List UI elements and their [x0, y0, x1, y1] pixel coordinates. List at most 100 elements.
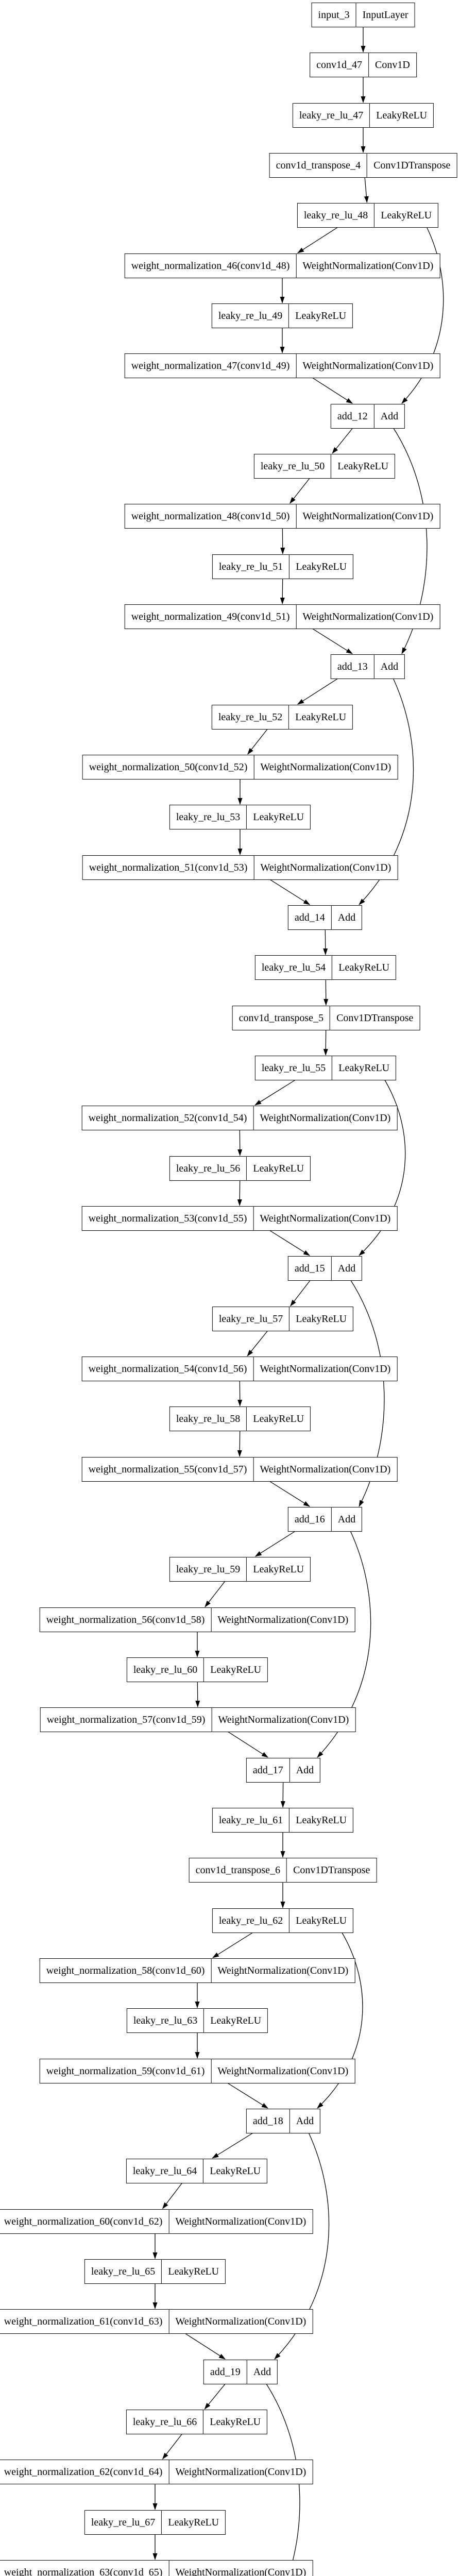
layer-type-label: LeakyReLU: [289, 1307, 353, 1331]
graph-node-leaky_re_lu_57: leaky_re_lu_57 LeakyReLU: [212, 1307, 354, 1331]
edge-add_15-to-leaky_re_lu_57: [290, 1280, 311, 1307]
layer-type-label: LeakyReLU: [289, 555, 353, 579]
skip-edge-leaky_re_lu_62-to-add_18: [317, 1930, 363, 2109]
layer-name-label: leaky_re_lu_57: [218, 1313, 283, 1325]
layer-name-label: add_15: [294, 1262, 325, 1274]
layer-name-label: weight_normalization_48(conv1d_50): [131, 510, 290, 522]
layer-type-label: Add: [289, 2109, 320, 2133]
edge-leaky_re_lu_57-to-weight_normalization_54(conv1d_56): [247, 1330, 268, 1357]
layer-name-label: weight_normalization_56(conv1d_58): [46, 1614, 205, 1625]
edge-add_19-to-leaky_re_lu_66: [204, 2383, 226, 2410]
layer-type-label: WeightNormalization(Conv1D): [253, 1458, 397, 1481]
graph-node-weight_normalization_58(conv1d_60): weight_normalization_58(conv1d_60) Weight…: [39, 1958, 355, 1983]
skip-edge-leaky_re_lu_55-to-add_15: [359, 1078, 406, 1256]
edge-leaky_re_lu_59-to-weight_normalization_56(conv1d_58): [205, 1581, 226, 1607]
edge-add_16-to-leaky_re_lu_59: [254, 1531, 296, 1557]
layer-type-label: LeakyReLU: [203, 2159, 267, 2183]
layer-type-label: WeightNormalization(Conv1D): [211, 1959, 354, 1982]
graph-node-weight_normalization_60(conv1d_62): weight_normalization_60(conv1d_62)Weight…: [0, 2209, 313, 2234]
layer-type-label: WeightNormalization(Conv1D): [253, 1357, 397, 1381]
graph-node-weight_normalization_51(conv1d_53): weight_normalization_51(conv1d_53) Weight…: [82, 855, 398, 880]
layer-type-label: Conv1DTranspose: [330, 1006, 419, 1030]
layer-type-label: Conv1DTranspose: [367, 154, 456, 177]
graph-node-weight_normalization_56(conv1d_58): weight_normalization_56(conv1d_58)Weight…: [39, 1607, 355, 1632]
graph-node-leaky_re_lu_55: leaky_re_lu_55 LeakyReLU: [254, 1056, 397, 1080]
graph-node-weight_normalization_49(conv1d_51): weight_normalization_49(conv1d_51)Weight…: [124, 604, 440, 629]
layer-name-label: weight_normalization_49(conv1d_51): [131, 611, 290, 622]
graph-node-conv1d_47: conv1d_47 Conv1D: [310, 53, 417, 77]
layer-name-label: add_17: [252, 1764, 283, 1776]
skip-edge-leaky_re_lu_48-to-add_12: [401, 225, 444, 404]
layer-name-label: weight_normalization_57(conv1d_59): [46, 1714, 206, 1725]
layer-name-label: leaky_re_lu_63: [133, 2014, 198, 2026]
skip-edge-add_19-to-add_20: [265, 2382, 300, 2576]
layer-name-label: weight_normalization_51(conv1d_53): [89, 861, 248, 873]
edge-add_18-to-leaky_re_lu_64: [212, 2132, 253, 2159]
layer-name-label: add_14: [294, 911, 325, 923]
layer-name-label: add_16: [294, 1513, 325, 1525]
layer-name-label: add_19: [210, 2366, 241, 2378]
layer-type-label: WeightNormalization(Conv1D): [168, 2460, 312, 2484]
layer-type-label: LeakyReLU: [246, 1157, 310, 1180]
layer-name-label: leaky_re_lu_48: [303, 209, 368, 221]
layer-name-label: add_12: [337, 410, 368, 422]
layer-name-label: conv1d_47: [316, 59, 363, 71]
graph-node-add_19: add_19 Add: [203, 2360, 278, 2384]
layer-name-label: leaky_re_lu_59: [176, 1563, 241, 1575]
edge-weight_normalization_49(conv1d_51)-to-add_13: [312, 628, 353, 654]
graph-node-weight_normalization_62(conv1d_64): weight_normalization_62(conv1d_64)Weight…: [0, 2460, 313, 2484]
layer-type-label: LeakyReLU: [288, 705, 352, 729]
graph-node-weight_normalization_52(conv1d_54): weight_normalization_52(conv1d_54)Weight…: [81, 1106, 398, 1130]
layer-name-label: leaky_re_lu_66: [132, 2416, 197, 2428]
edge-weight_normalization_55(conv1d_57)-to-add_16: [269, 1481, 310, 1507]
layer-name-label: weight_normalization_60(conv1d_62): [4, 2215, 163, 2227]
layer-type-label: WeightNormalization(Conv1D): [211, 1708, 355, 1732]
layer-name-label: weight_normalization_47(conv1d_49): [131, 360, 290, 371]
layer-type-label: LeakyReLU: [332, 1056, 396, 1080]
layer-type-label: WeightNormalization(Conv1D): [253, 856, 397, 879]
layer-type-label: LeakyReLU: [246, 1407, 310, 1431]
layer-name-label: weight_normalization_55(conv1d_57): [88, 1463, 247, 1475]
layer-type-label: WeightNormalization(Conv1D): [168, 2561, 312, 2576]
graph-node-weight_normalization_55(conv1d_57): weight_normalization_55(conv1d_57) Weight…: [81, 1457, 398, 1482]
layer-name-label: leaky_re_lu_64: [132, 2165, 197, 2177]
layer-type-label: LeakyReLU: [289, 1808, 353, 1832]
layer-name-label: weight_normalization_58(conv1d_60): [46, 1964, 205, 1976]
layer-name-label: leaky_re_lu_54: [261, 961, 326, 973]
layer-name-label: weight_normalization_46(conv1d_48): [131, 260, 290, 272]
edge-leaky_re_lu_50-to-weight_normalization_48(conv1d_50): [289, 478, 310, 504]
layer-name-label: weight_normalization_53(conv1d_55): [88, 1212, 247, 1224]
layer-type-label: LeakyReLU: [161, 2260, 225, 2283]
layer-type-label: LeakyReLU: [369, 104, 433, 127]
layer-name-label: leaky_re_lu_49: [218, 310, 283, 321]
layer-name-label: leaky_re_lu_55: [261, 1062, 326, 1074]
layer-type-label: Conv1D: [368, 53, 416, 77]
edge-leaky_re_lu_66-to-weight_normalization_62(conv1d_64): [162, 2433, 183, 2460]
layer-name-label: leaky_re_lu_67: [91, 2516, 156, 2528]
graph-node-weight_normalization_47(conv1d_49): weight_normalization_47(conv1d_49)Weight…: [124, 353, 440, 378]
layer-name-label: leaky_re_lu_51: [218, 561, 283, 572]
graph-node-weight_normalization_50(conv1d_52): weight_normalization_50(conv1d_52)Weight…: [82, 755, 398, 779]
graph-node-weight_normalization_48(conv1d_50): weight_normalization_48(conv1d_50)Weight…: [124, 504, 440, 529]
layer-name-label: leaky_re_lu_62: [218, 1914, 283, 1926]
layer-name-label: leaky_re_lu_53: [176, 811, 241, 823]
graph-node-weight_normalization_59(conv1d_61): weight_normalization_59(conv1d_61)Weight…: [39, 2059, 355, 2083]
edge-add_13-to-leaky_re_lu_52: [297, 678, 338, 705]
layer-type-label: Add: [246, 2360, 277, 2384]
graph-node-weight_normalization_57(conv1d_59): weight_normalization_57(conv1d_59) Weight…: [40, 1707, 356, 1732]
